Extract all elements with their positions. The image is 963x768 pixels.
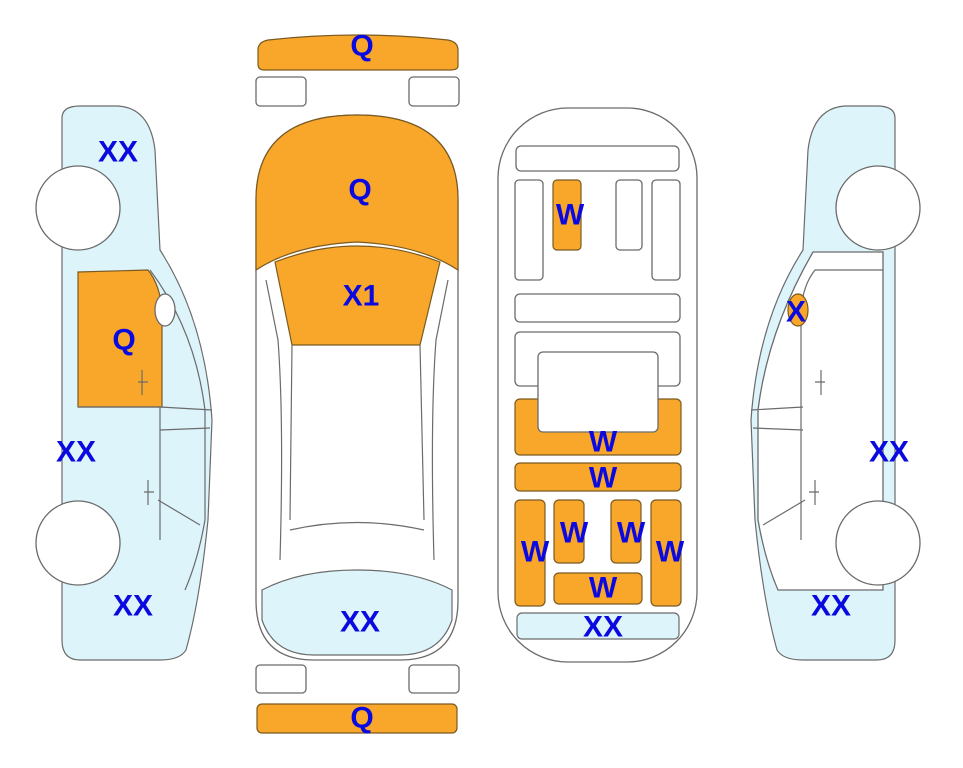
label-floor-rear-outer-right: W — [656, 536, 685, 569]
label-front-bumper: Q — [350, 30, 373, 63]
floor-front-left-panel[interactable] — [552, 179, 582, 251]
left-front-wheel — [35, 165, 121, 251]
damage-labels: Q Q X1 XX Q XX Q XX XX X XX XX W W W W W… — [56, 30, 909, 735]
label-windshield: X1 — [343, 280, 380, 313]
label-floor-middle-bar: W — [589, 462, 618, 495]
label-left-rear-quarter: XX — [113, 590, 153, 623]
label-floor-rear-center: W — [589, 572, 618, 605]
label-left-front-fender: XX — [98, 136, 138, 169]
left-front-door-panel[interactable] — [77, 269, 163, 408]
label-floor-rear-inner-right: W — [617, 517, 646, 550]
floor-rear-outer-left-panel[interactable] — [514, 499, 546, 607]
top-view — [255, 34, 460, 734]
rear-panel[interactable] — [261, 569, 453, 656]
floor-trunk-panel[interactable] — [516, 612, 680, 640]
label-left-front-door: Q — [112, 324, 135, 357]
rear-bumper-panel[interactable] — [256, 703, 458, 734]
right-rear-wheel — [835, 500, 921, 586]
label-hood: Q — [348, 174, 371, 207]
right-side-view — [750, 105, 921, 661]
floor-rear-inner-right-panel[interactable] — [610, 499, 642, 564]
label-right-mirror: X — [786, 296, 806, 329]
label-right-rear-quarter: XX — [811, 590, 851, 623]
floor-middle-bar-panel[interactable] — [514, 462, 682, 492]
label-floor-front-left: W — [556, 199, 585, 232]
label-floor-middle-wide: W — [589, 426, 618, 459]
label-floor-trunk: XX — [583, 611, 623, 644]
windshield-panel[interactable] — [274, 245, 441, 346]
right-mirror-panel[interactable] — [787, 293, 809, 327]
floor-rear-outer-right-panel[interactable] — [650, 499, 682, 607]
label-floor-rear-inner-left: W — [560, 517, 589, 550]
front-bumper-panel[interactable] — [257, 34, 459, 71]
floor-rear-inner-left-panel[interactable] — [553, 499, 585, 564]
right-front-wheel — [835, 165, 921, 251]
label-left-side: XX — [56, 436, 96, 469]
label-rear-area: XX — [340, 606, 380, 639]
label-rear-bumper: Q — [350, 702, 373, 735]
label-floor-rear-outer-left: W — [521, 536, 550, 569]
floor-rear-center-panel[interactable] — [553, 572, 643, 605]
left-rear-wheel — [35, 500, 121, 586]
label-right-side: XX — [869, 436, 909, 469]
floor-view — [497, 107, 698, 663]
left-side-view — [35, 105, 213, 661]
hood-panel[interactable] — [255, 114, 459, 272]
